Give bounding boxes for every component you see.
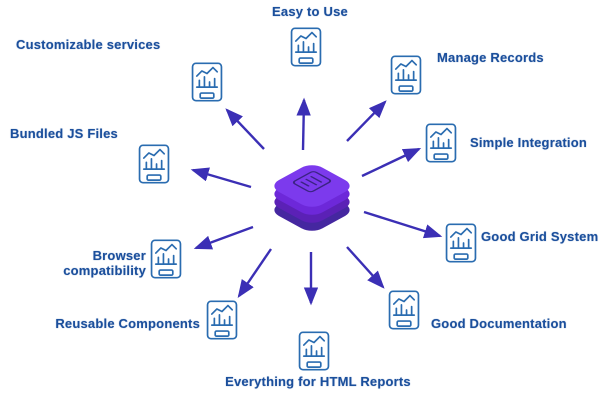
report-document-icon [138,144,170,184]
node-label: Reusable Components [55,316,200,331]
node-label: Browser compatibility [63,248,146,278]
report-document-icon [191,62,223,102]
node-label: Simple Integration [470,135,588,150]
report-document-icon [150,239,182,279]
center-cube-icon [274,165,350,231]
report-document-icon [425,123,457,163]
report-document-icon [390,55,422,95]
node-label: Customizable services [16,37,161,52]
report-document-icon [298,331,330,371]
node-label: Good Grid System [481,229,599,244]
node-label: Everything for HTML Reports [225,374,411,389]
node-label: Bundled JS Files [10,126,118,141]
report-document-icon [290,27,322,67]
report-document-icon [445,223,477,263]
node-label: Easy to Use [272,4,348,19]
cube-sketch-doodle [292,171,332,193]
node-label: Good Documentation [431,316,567,331]
report-document-icon [388,290,420,330]
report-document-icon [206,300,238,340]
node-label: Manage Records [437,50,544,65]
